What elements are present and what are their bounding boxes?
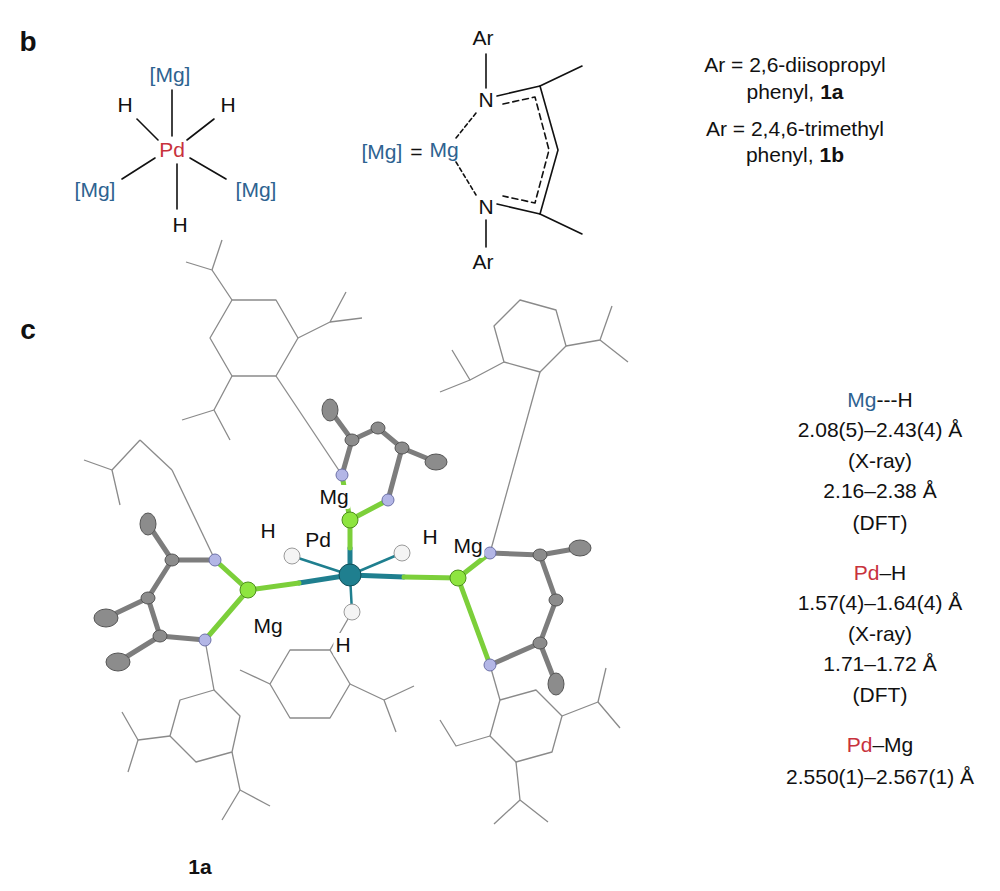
- text-row: Pd–Mg: [847, 733, 914, 757]
- atom-label: Pd: [303, 528, 333, 552]
- method-note: (DFT): [853, 683, 908, 707]
- method-note: (DFT): [853, 511, 908, 535]
- atom-label: H: [420, 525, 439, 549]
- atom-label: H: [172, 213, 187, 237]
- method-note: (X-ray): [848, 449, 912, 473]
- bond-name: ---H: [877, 388, 913, 412]
- atom-label: Pd: [159, 138, 185, 162]
- compound-number: 1a: [188, 855, 211, 879]
- bond-length: 2.08(5)–2.43(4) Å: [798, 418, 963, 442]
- bond-name: –H: [879, 561, 906, 585]
- bond-length: 1.71–1.72 Å: [823, 652, 936, 676]
- text-row: Mg---H: [847, 388, 912, 412]
- bond-name: Pd: [847, 733, 873, 757]
- atom-label: H: [258, 519, 277, 543]
- aryl-definition: Ar = 2,4,6-trimethyl: [706, 117, 884, 141]
- bond-length: 1.57(4)–1.64(4) Å: [798, 591, 963, 615]
- method-note: (X-ray): [848, 622, 912, 646]
- aryl-label: Ar: [473, 26, 494, 50]
- atom-label: H: [117, 93, 132, 117]
- panel-letter: b: [19, 26, 36, 58]
- bond-name: Pd: [854, 561, 880, 585]
- bond-length: 2.550(1)–2.567(1) Å: [786, 765, 974, 789]
- text-row: phenyl,1b: [746, 143, 844, 167]
- atom-label: Mg: [317, 485, 350, 509]
- compound-number: 1a: [820, 80, 843, 104]
- bond-length: 2.16–2.38 Å: [823, 479, 936, 503]
- atom-label: H: [220, 93, 235, 117]
- atom-label: Mg: [451, 534, 484, 558]
- mg-fragment: [Mg]: [361, 140, 402, 164]
- compound-number: 1b: [820, 143, 845, 167]
- mg-fragment: [Mg]: [236, 178, 277, 202]
- panel-letter: c: [20, 314, 36, 346]
- atom-label: N: [478, 195, 493, 219]
- text-row: [Mg] =: [361, 140, 422, 164]
- equals-sign: =: [410, 140, 422, 164]
- aryl-definition: phenyl,: [746, 143, 814, 167]
- text-row: Pd–H: [854, 561, 907, 585]
- mg-fragment: [Mg]: [75, 178, 116, 202]
- atom-label: N: [478, 88, 493, 112]
- bond-name: –Mg: [872, 733, 913, 757]
- text-row: phenyl,1a: [746, 80, 843, 104]
- aryl-label: Ar: [473, 250, 494, 274]
- bond-name: Mg: [847, 388, 876, 412]
- aryl-definition: Ar = 2,6-diisopropyl: [704, 53, 886, 77]
- atom-label: Mg: [429, 138, 458, 162]
- aryl-definition: phenyl,: [746, 80, 814, 104]
- mg-fragment: [Mg]: [150, 63, 191, 87]
- atom-label: H: [333, 633, 352, 657]
- atom-label: Mg: [251, 614, 284, 638]
